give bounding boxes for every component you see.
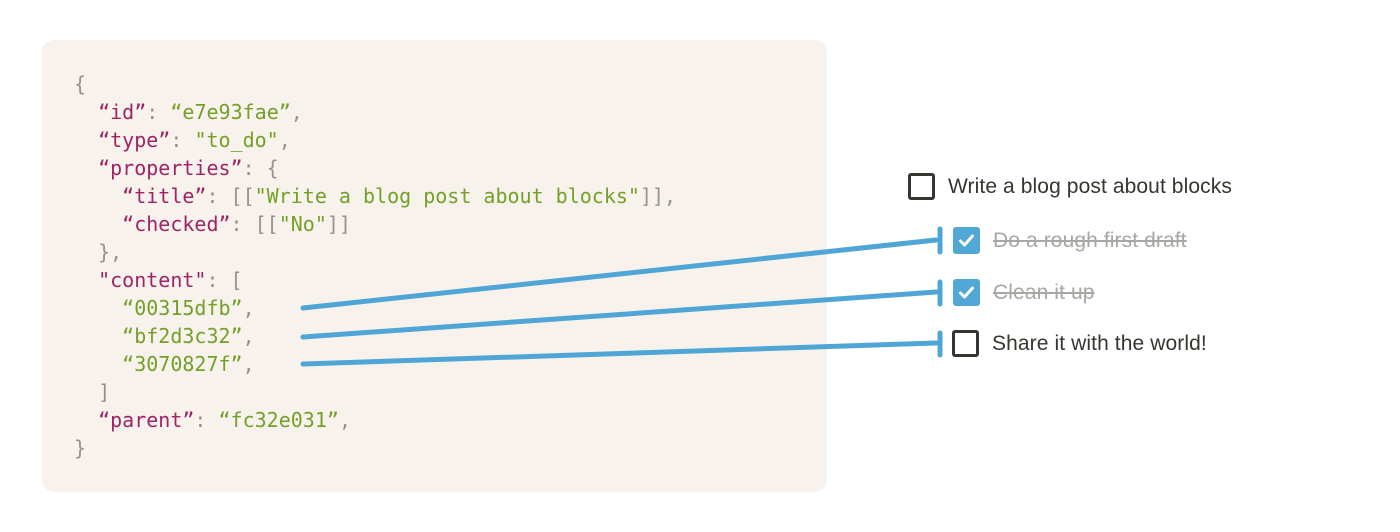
code-line: } [74,436,87,460]
code-line: “3070827f”, [122,352,255,376]
checkmark-icon [959,286,974,299]
todo-checkbox[interactable] [953,227,980,254]
code-line: ] [74,380,111,404]
code-line: }, [74,240,123,264]
json-code-block: { “id”: “e7e93fae”, “type”: "to_do", “pr… [42,40,827,492]
code-content: { “id”: “e7e93fae”, “type”: "to_do", “pr… [74,70,799,462]
todo-label: Share it with the world! [992,332,1207,355]
todo-checkbox[interactable] [953,279,980,306]
todo-checkbox[interactable] [952,330,979,357]
todo-label: Do a rough first draft [993,229,1187,252]
code-line: “checked”: [["No"]] [122,212,351,236]
todo-item: Do a rough first draft [953,227,1187,254]
code-line: “type”: "to_do", [98,128,291,152]
code-line: “00315dfb”, [122,296,255,320]
code-line: “properties”: { [98,156,279,180]
code-line: “id”: “e7e93fae”, [98,100,303,124]
code-line: "content": [ [98,268,243,292]
todo-label: Write a blog post about blocks [948,175,1232,198]
todo-label: Clean it up [993,281,1095,304]
todo-checkbox[interactable] [908,173,935,200]
todo-item: Clean it up [953,279,1095,306]
code-line: { [74,72,87,96]
todo-item: Share it with the world! [952,330,1207,357]
checkmark-icon [959,234,974,247]
code-line: “title”: [["Write a blog post about bloc… [122,184,677,208]
code-line: “parent”: “fc32e031”, [98,408,351,432]
code-line: “bf2d3c32”, [122,324,255,348]
todo-item: Write a blog post about blocks [908,173,1232,200]
